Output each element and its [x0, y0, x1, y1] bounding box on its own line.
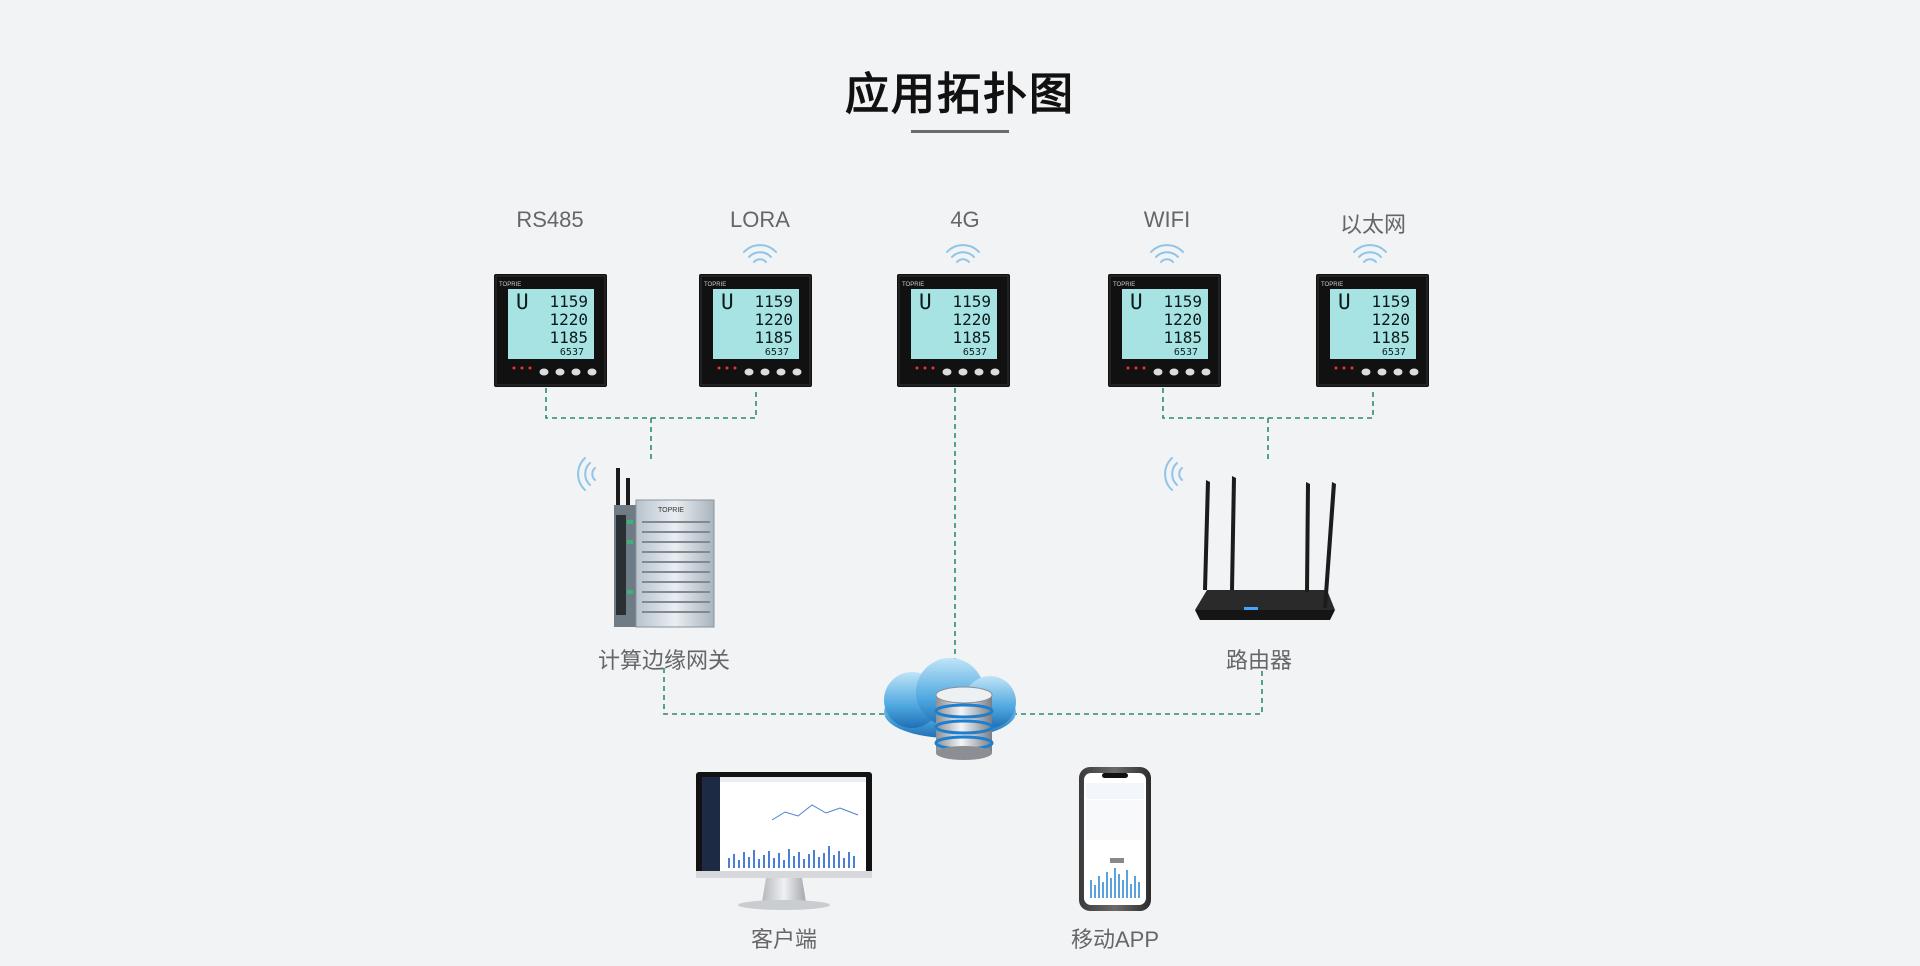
link-router-cloud: [1012, 668, 1263, 715]
meter-brand: TOPRIE: [1321, 282, 1343, 288]
protocol-label-wifi: WIFI: [1143, 207, 1191, 232]
wifi-signal-icon: [1353, 244, 1387, 263]
mobile-phone: [1079, 767, 1151, 911]
wifi-signal-icon: [577, 457, 596, 491]
client-label: 客户端: [750, 927, 818, 952]
meter-brand: TOPRIE: [1113, 282, 1135, 288]
meter-reading-3: 1185: [754, 328, 793, 347]
wifi-signal-icon: [1150, 244, 1184, 263]
wifi-signal-icon: [743, 244, 777, 263]
protocol-label-4g: 4G: [950, 207, 980, 232]
meter-reading-4: 6537: [560, 347, 584, 358]
router-label: 路由器: [1225, 648, 1293, 673]
wifi-signal-icon: [946, 244, 980, 263]
edge-gateway-device: TOPRIE: [614, 468, 715, 628]
meter-reading-2: 1220: [549, 310, 588, 329]
meter-reading-3: 1185: [952, 328, 991, 347]
meter-reading-1: 1159: [1371, 292, 1410, 311]
meter-reading-4: 6537: [1382, 347, 1406, 358]
meter-reading-4: 6537: [1174, 347, 1198, 358]
protocol-label-ethernet: 以太网: [1339, 212, 1407, 237]
meter-reading-4: 6537: [765, 347, 789, 358]
meter-reading-2: 1220: [754, 310, 793, 329]
gateway-label: 计算边缘网关: [597, 648, 731, 673]
meter-symbol: U: [919, 290, 932, 314]
meter-reading-3: 1185: [1371, 328, 1410, 347]
mobile-app-label: 移动APP: [1070, 927, 1160, 952]
link-lines: [545, 388, 1374, 715]
meter-reading-2: 1220: [1163, 310, 1202, 329]
gateway-brand: TOPRIE: [658, 507, 684, 514]
meter-rs485: TOPRIE U 1159 1220 1185 6537: [494, 274, 607, 387]
meter-wifi: TOPRIE U 1159 1220 1185 6537: [1108, 274, 1221, 387]
protocol-label-lora: LORA: [730, 207, 790, 232]
meter-brand: TOPRIE: [902, 282, 924, 288]
meter-brand: TOPRIE: [704, 282, 726, 288]
meter-symbol: U: [1130, 290, 1143, 314]
meter-reading-3: 1185: [1163, 328, 1202, 347]
title-underline: [911, 130, 1009, 133]
meter-reading-1: 1159: [754, 292, 793, 311]
meter-symbol: U: [516, 290, 529, 314]
meter-lora: TOPRIE U 1159 1220 1185 6537: [699, 274, 812, 387]
protocol-label-rs485: RS485: [516, 207, 584, 232]
diagram-title: 应用拓扑图: [845, 69, 1075, 120]
meter-reading-2: 1220: [952, 310, 991, 329]
meter-reading-3: 1185: [549, 328, 588, 347]
link-meters-4-5: [1162, 388, 1374, 419]
wifi-signal-icon: [1164, 457, 1183, 491]
router-device: [1195, 476, 1336, 620]
meter-symbol: U: [721, 290, 734, 314]
client-monitor: [696, 772, 872, 910]
meter-4g: TOPRIE U 1159 1220 1185 6537: [897, 274, 1010, 387]
meter-reading-1: 1159: [952, 292, 991, 311]
meter-symbol: U: [1338, 290, 1351, 314]
meter-reading-4: 6537: [963, 347, 987, 358]
meter-reading-1: 1159: [1163, 292, 1202, 311]
link-meters-1-2: [545, 388, 757, 419]
meter-reading-2: 1220: [1371, 310, 1410, 329]
cloud-database-icon: [884, 658, 1016, 760]
meter-ethernet: TOPRIE U 1159 1220 1185 6537: [1316, 274, 1429, 387]
meter-brand: TOPRIE: [499, 282, 521, 288]
meter-reading-1: 1159: [549, 292, 588, 311]
link-gateway-cloud: [663, 668, 900, 715]
